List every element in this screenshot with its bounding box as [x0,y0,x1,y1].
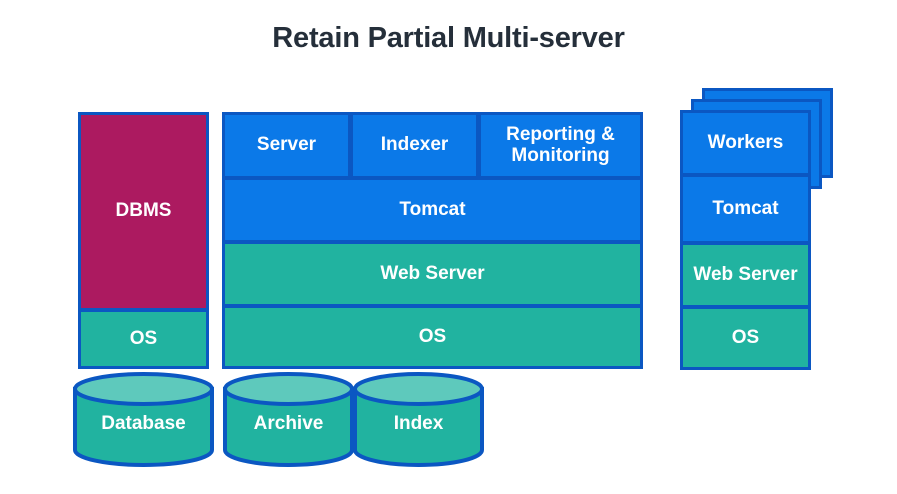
database-cylinder[interactable]: Database [72,372,215,467]
page-title: Retain Partial Multi-server [272,22,625,54]
service-box-indexer[interactable]: Indexer [350,112,479,179]
database-server-os-box[interactable]: OS [78,309,209,369]
archive-cylinder-shape [223,372,354,467]
service-box-reporting-monitoring[interactable]: Reporting & Monitoring [478,112,643,179]
index-cylinder-shape [353,372,484,467]
application-server-tomcat-box[interactable]: Tomcat [222,177,643,243]
workers-box[interactable]: Workers [680,110,811,176]
application-server-web-server-box[interactable]: Web Server [222,241,643,307]
archive-cylinder[interactable]: Archive [222,372,355,467]
application-server-os-box[interactable]: OS [222,305,643,369]
index-cylinder[interactable]: Index [352,372,485,467]
service-box-server[interactable]: Server [222,112,351,179]
worker-web-server-box[interactable]: Web Server [680,242,811,308]
worker-os-box[interactable]: OS [680,306,811,370]
dbms-box[interactable]: DBMS [78,112,209,311]
database-cylinder-shape [73,372,214,467]
worker-tomcat-box[interactable]: Tomcat [680,174,811,244]
